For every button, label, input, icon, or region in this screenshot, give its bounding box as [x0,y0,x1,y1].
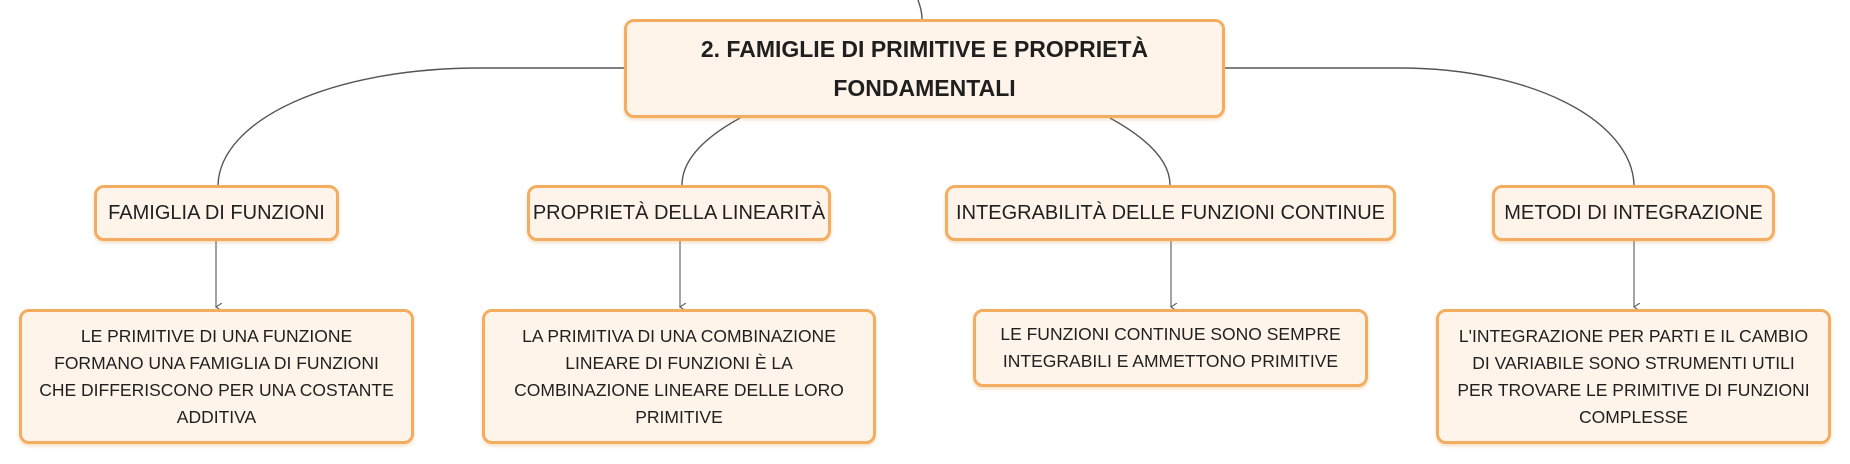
leaf-node-text: L'INTEGRAZIONE PER PARTI E IL CAMBIO DI … [1457,325,1810,427]
root-node[interactable]: 2. FAMIGLIE DI PRIMITIVE E PROPRIETÀ FON… [624,19,1225,118]
link-root-branch-2 [681,117,741,186]
link-root-branch-3 [1109,117,1171,186]
leaf-node-famiglia-di-funzioni[interactable]: LE PRIMITIVE DI UNA FUNZIONE FORMANO UNA… [19,309,414,444]
branch-node-metodi-di-integrazione[interactable]: METODI DI INTEGRAZIONE [1492,185,1775,241]
link-root-branch-4 [1225,67,1635,186]
leaf-node-metodi-di-integrazione[interactable]: L'INTEGRAZIONE PER PARTI E IL CAMBIO DI … [1436,309,1831,444]
branch-node-label: METODI DI INTEGRAZIONE [1504,202,1763,224]
parent-link [917,0,923,20]
leaf-node-text: LE FUNZIONI CONTINUE SONO SEMPRE INTEGRA… [1000,324,1341,371]
branch-node-famiglia-di-funzioni[interactable]: FAMIGLIA DI FUNZIONI [94,185,339,241]
leaf-node-text: LE PRIMITIVE DI UNA FUNZIONE FORMANO UNA… [39,325,394,427]
branch-node-integrabilita-funzioni-continue[interactable]: INTEGRABILITÀ DELLE FUNZIONI CONTINUE [945,185,1396,241]
link-root-branch-1 [217,67,624,186]
branch-node-label: PROPRIETÀ DELLA LINEARITÀ [532,202,826,224]
branch-node-label: INTEGRABILITÀ DELLE FUNZIONI CONTINUE [956,202,1385,224]
branch-node-label: FAMIGLIA DI FUNZIONI [108,202,325,224]
root-node-label: 2. FAMIGLIE DI PRIMITIVE E PROPRIETÀ FON… [700,35,1149,101]
leaf-node-text: LA PRIMITIVA DI UNA COMBINAZIONE LINEARE… [514,325,844,427]
leaf-node-proprieta-linearita[interactable]: LA PRIMITIVA DI UNA COMBINAZIONE LINEARE… [482,309,876,444]
branch-node-proprieta-linearita[interactable]: PROPRIETÀ DELLA LINEARITÀ [527,185,831,241]
leaf-node-integrabilita-funzioni-continue[interactable]: LE FUNZIONI CONTINUE SONO SEMPRE INTEGRA… [973,309,1368,387]
